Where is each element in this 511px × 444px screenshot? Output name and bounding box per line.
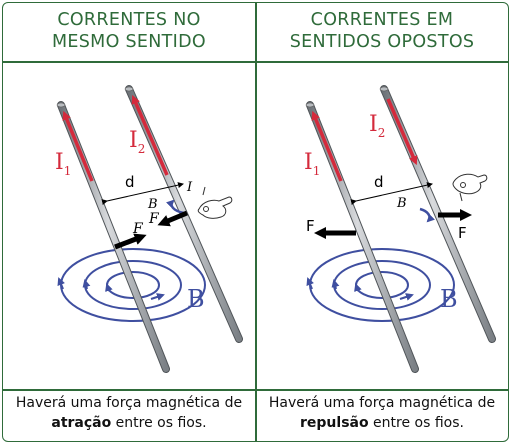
label-F-1: F — [132, 221, 144, 237]
title-line-1: CORRENTES EM — [310, 10, 454, 30]
caption-suffix: entre os fios. — [368, 415, 464, 431]
magnetic-field-rings — [57, 248, 206, 322]
title-line-2: MESMO SENTIDO — [52, 32, 206, 52]
label-d: d — [125, 173, 135, 191]
title-opposite-directions: CORRENTES EM SENTIDOS OPOSTOS — [256, 9, 508, 53]
label-I1: I1 — [304, 150, 320, 178]
caption-line-2: repulsão entre os fios. — [256, 413, 508, 433]
force-arrow-on-wire-1 — [114, 233, 147, 250]
panel-same-direction: I1 I2 d B I F F B — [55, 85, 243, 373]
label-large-B: B — [440, 285, 458, 313]
caption-keyword: repulsão — [300, 415, 369, 431]
title-same-direction: CORRENTES NO MESMO SENTIDO — [3, 9, 255, 53]
current-arrow-1 — [311, 110, 343, 182]
label-small-B: B — [396, 196, 407, 211]
magnetic-field-rings — [306, 248, 455, 322]
label-F-1: F — [306, 217, 315, 235]
wire-2 — [379, 85, 496, 343]
caption-line-2: atração entre os fios. — [3, 413, 255, 433]
label-small-B: B — [147, 197, 158, 212]
current-arrow-1 — [62, 110, 94, 182]
small-field-arrow — [165, 199, 185, 215]
label-I2: I2 — [129, 128, 145, 156]
caption-divider — [3, 389, 508, 391]
caption-suffix: entre os fios. — [111, 415, 207, 431]
label-I2: I2 — [369, 112, 385, 140]
column-divider — [255, 3, 257, 441]
wires-diagram: I1 I2 d B I F F B — [55, 85, 496, 373]
label-F-2: F — [458, 224, 467, 242]
caption-attraction: Haverá uma força magnética de atração en… — [3, 393, 255, 433]
header-divider — [3, 61, 508, 63]
label-I1: I1 — [55, 150, 71, 178]
label-small-I: I — [186, 180, 193, 195]
label-F-2: F — [148, 211, 160, 227]
caption-line-1: Haverá uma força magnética de — [268, 395, 496, 411]
title-line-2: SENTIDOS OPOSTOS — [289, 32, 475, 52]
distance-marker — [350, 182, 433, 206]
wire-1 — [305, 101, 419, 373]
panel-opposite-directions: I1 I2 d B F F B — [304, 85, 496, 373]
caption-keyword: atração — [51, 415, 112, 431]
current-arrow-2 — [386, 98, 418, 166]
title-line-1: CORRENTES NO — [57, 10, 201, 30]
force-arrow-on-wire-2 — [157, 210, 188, 227]
caption-repulsion: Haverá uma força magnética de repulsão e… — [256, 393, 508, 433]
hand-icon — [452, 173, 488, 202]
small-field-arrow — [419, 207, 436, 223]
label-large-B: B — [187, 285, 205, 313]
label-d: d — [374, 173, 384, 191]
distance-marker — [101, 182, 184, 206]
hand-icon — [197, 186, 233, 219]
caption-line-1: Haverá uma força magnética de — [15, 395, 243, 411]
current-arrow-2 — [131, 94, 169, 176]
